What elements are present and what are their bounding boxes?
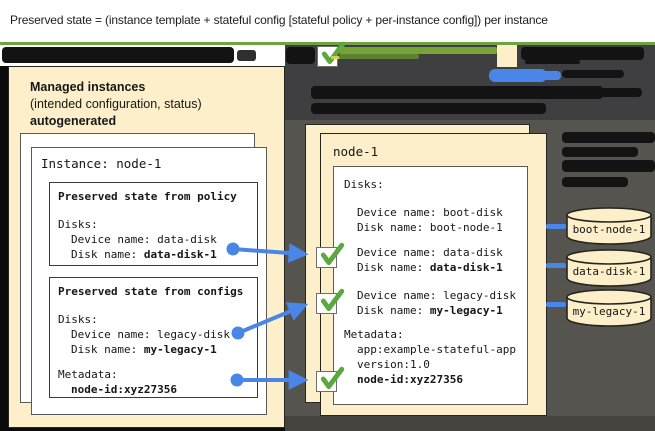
blue-scribble: [542, 71, 561, 80]
checkmark-icon: [321, 41, 346, 65]
title-bar: Preserved state = (instance template + s…: [0, 0, 655, 42]
managed-panel-note: autogenerated: [30, 114, 117, 128]
disk-name-label: Disk name:: [357, 304, 430, 317]
disk-label: data-disk-1: [572, 265, 646, 278]
managed-panel-title: Managed instances: [30, 80, 146, 94]
connector-line-boot: [546, 224, 566, 229]
redaction-bar: [562, 147, 638, 157]
data-device-line: Device name: data-disk: [357, 246, 503, 259]
checkbox-node-id: [316, 366, 345, 392]
page-title: Preserved state = (instance template + s…: [10, 13, 548, 27]
managed-panel-subtitle: (intended configuration, status): [30, 97, 202, 111]
disk-name-value: data-disk-1: [143, 248, 217, 261]
policy-disks-label: Disks:: [58, 218, 98, 231]
vm-metadata-node-id: node-id:xyz27356: [357, 373, 463, 386]
redaction-bar: [562, 177, 628, 187]
disk-cylinder-boot: boot-node-1: [565, 206, 653, 246]
checkmark-icon: [320, 242, 345, 266]
boot-disk-line: Disk name: boot-node-1: [357, 221, 503, 234]
legend-olive-line: [339, 54, 419, 59]
configs-disks-label: Disks:: [58, 313, 98, 326]
redaction-bar: [286, 47, 315, 64]
redaction-bar: [311, 103, 546, 114]
vm-disks-label: Disks:: [344, 178, 384, 191]
disk-icon: [566, 249, 652, 287]
checkbox-data-disk: [316, 242, 345, 268]
policy-device-line: Device name: data-disk: [71, 233, 217, 246]
disk-cylinder-data: data-disk-1: [565, 248, 653, 288]
disk-label: my-legacy-1: [572, 305, 646, 318]
vm-metadata-app: app:example-stateful-app: [357, 343, 516, 356]
disk-name-label: Disk name:: [357, 261, 430, 274]
redaction-bar: [237, 50, 256, 61]
bottom-strip: [285, 416, 655, 431]
disk-name-label: Disk name:: [71, 343, 144, 356]
blue-scribble: [489, 69, 547, 82]
instance-title: Instance: node-1: [41, 156, 162, 171]
configs-metadata-value: node-id:xyz27356: [71, 383, 177, 396]
vm-metadata-label: Metadata:: [344, 328, 404, 341]
redaction-bar: [2, 47, 234, 63]
vm-panel-title: node-1: [333, 144, 379, 159]
disk-name-value: my-legacy-1: [143, 343, 217, 356]
configs-box: Preserved state from configs Disks: Devi…: [49, 277, 258, 398]
redaction-bar: [521, 47, 644, 60]
redaction-bar: [311, 86, 603, 99]
disk-name-value: data-disk-1: [429, 261, 503, 274]
disk-name-value: my-legacy-1: [429, 304, 503, 317]
disk-icon: [566, 289, 652, 327]
disk-cylinder-legacy: my-legacy-1: [565, 288, 653, 328]
policy-box: Preserved state from policy Disks: Devic…: [49, 182, 258, 266]
legacy-disk-line: Disk name: my-legacy-1: [344, 303, 527, 318]
legend-color-swatch: [497, 45, 517, 67]
configs-box-title: Preserved state from configs: [58, 285, 244, 298]
disk-icon: [566, 207, 652, 245]
configs-metadata-label: Metadata:: [58, 368, 118, 381]
checkmark-icon: [320, 366, 345, 390]
connector-line-data: [546, 263, 566, 268]
redaction-bar: [562, 160, 655, 172]
disk-label: boot-node-1: [572, 223, 646, 236]
vm-metadata-version: version:1.0: [357, 358, 430, 371]
data-disk-line: Disk name: data-disk-1: [344, 260, 527, 275]
redaction-bar: [562, 132, 655, 143]
legend-green-line: [339, 47, 497, 54]
policy-box-title: Preserved state from policy: [58, 190, 237, 203]
policy-disk-line: Disk name: data-disk-1: [58, 247, 249, 262]
disk-name-label: Disk name:: [71, 248, 144, 261]
redaction-bar: [600, 88, 642, 97]
redaction-bar: [562, 70, 624, 78]
checkmark-icon: [320, 288, 345, 312]
checkbox-legacy-disk: [316, 288, 345, 314]
connector-line-legacy: [546, 302, 566, 307]
vm-card: Disks: Device name: boot-disk Disk name:…: [333, 166, 528, 405]
legacy-device-line: Device name: legacy-disk: [357, 289, 516, 302]
boot-device-line: Device name: boot-disk: [357, 206, 503, 219]
redaction-bar: [525, 60, 580, 64]
configs-device-line: Device name: legacy-disk: [71, 328, 230, 341]
title-rule: [0, 42, 655, 45]
configs-disk-line: Disk name: my-legacy-1: [58, 342, 249, 357]
